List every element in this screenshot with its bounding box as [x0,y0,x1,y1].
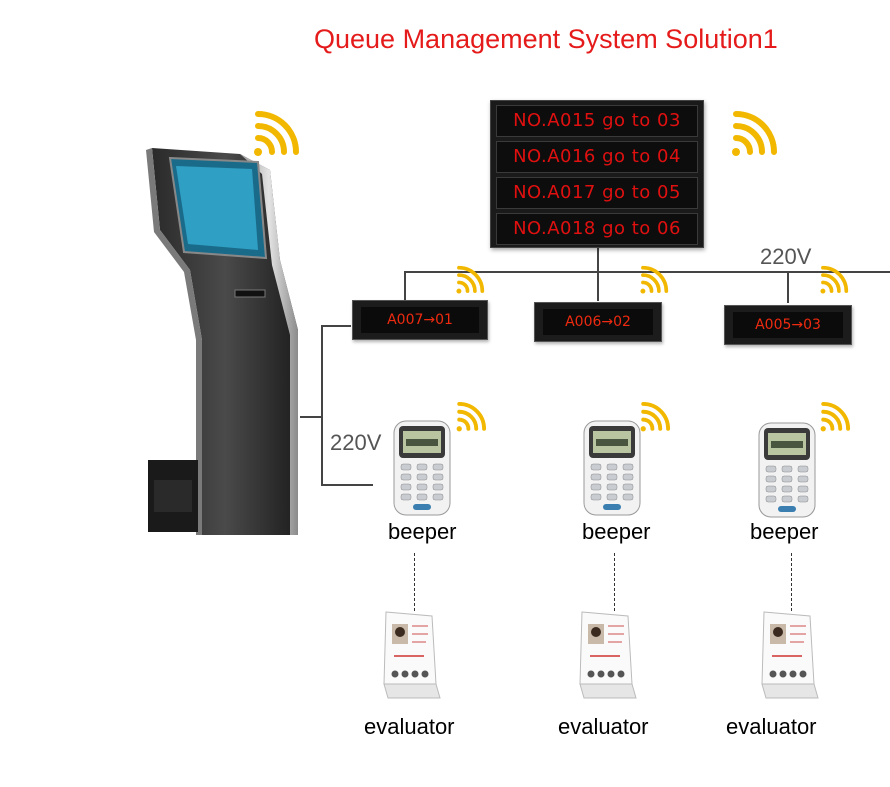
beeper-label: beeper [582,519,651,544]
wifi-signal-icon [728,108,780,160]
wifi-signal-icon [818,264,850,296]
counter-display-text: A007→01 [361,307,479,333]
ticket-kiosk-icon [140,140,310,540]
main-display-row: NO.A018 go to 06 [496,213,698,245]
beeper-keypad-icon [393,420,451,521]
page-title: Queue Management System Solution1 [314,24,778,54]
kiosk-link-line [300,416,322,418]
main-board-drop-line [597,246,599,272]
beeper-label: beeper [388,519,457,544]
evaluator-device-icon [758,610,820,707]
wifi-signal-icon [454,400,488,434]
voltage-label-left: 220V [330,430,382,455]
wifi-signal-icon [638,400,672,434]
kiosk-to-beeper-line [321,484,373,486]
beeper-evaluator-link-2 [614,553,615,611]
counter-3-drop-line [787,271,789,303]
wifi-signal-icon [818,400,852,434]
evaluator-label: evaluator [364,714,455,739]
evaluator-label: evaluator [726,714,817,739]
counter-display-3: A005→03 [724,305,852,345]
counter-display-2: A006→02 [534,302,662,342]
evaluator-label: evaluator [558,714,649,739]
evaluator-device-icon [380,610,442,707]
kiosk-to-counter-line [321,325,351,327]
main-display-row: NO.A017 go to 05 [496,177,698,209]
main-display-row: NO.A015 go to 03 [496,105,698,137]
wifi-signal-icon [454,264,486,296]
counter-display-text: A005→03 [733,312,843,338]
beeper-evaluator-link-3 [791,553,792,611]
main-bus-line [404,271,890,273]
counter-2-drop-line [597,271,599,301]
wifi-signal-icon [638,264,670,296]
main-led-display: NO.A015 go to 03 NO.A016 go to 04 NO.A01… [490,100,704,248]
evaluator-device-icon [576,610,638,707]
beeper-keypad-icon [758,422,816,523]
counter-1-drop-line [404,271,406,301]
main-display-row: NO.A016 go to 04 [496,141,698,173]
kiosk-vertical-line [321,325,323,485]
beeper-label: beeper [750,519,819,544]
counter-display-text: A006→02 [543,309,653,335]
voltage-label-top: 220V [760,244,812,269]
beeper-evaluator-link-1 [414,553,415,611]
wifi-signal-icon [250,108,302,160]
counter-display-1: A007→01 [352,300,488,340]
beeper-keypad-icon [583,420,641,521]
